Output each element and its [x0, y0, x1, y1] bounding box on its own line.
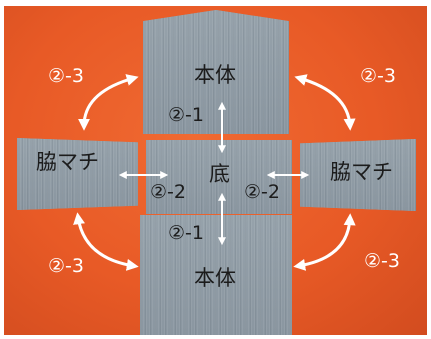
label-body-bottom: 本体 — [194, 266, 236, 290]
step-label-top-right-curve: ②-3 — [360, 65, 396, 87]
step-label-right-horizontal: ②-2 — [244, 181, 280, 203]
fabric-body-bottom — [140, 215, 292, 335]
fabric-gusset-right — [300, 139, 416, 211]
label-base: 底 — [209, 162, 230, 186]
label-gusset-left: 脇マチ — [36, 150, 99, 174]
label-body-top: 本体 — [194, 63, 236, 87]
label-gusset-right: 脇マチ — [330, 160, 393, 184]
fabric-gusset-left — [17, 138, 138, 210]
fabric-body-top — [143, 10, 289, 134]
step-label-top-vertical: ②-1 — [168, 104, 204, 126]
step-label-bottom-vertical: ②-1 — [168, 222, 204, 244]
step-label-bottom-left-curve: ②-3 — [48, 255, 84, 277]
step-label-top-left-curve: ②-3 — [48, 65, 84, 87]
step-label-left-horizontal: ②-2 — [150, 181, 186, 203]
step-label-bottom-right-curve: ②-3 — [364, 250, 400, 272]
